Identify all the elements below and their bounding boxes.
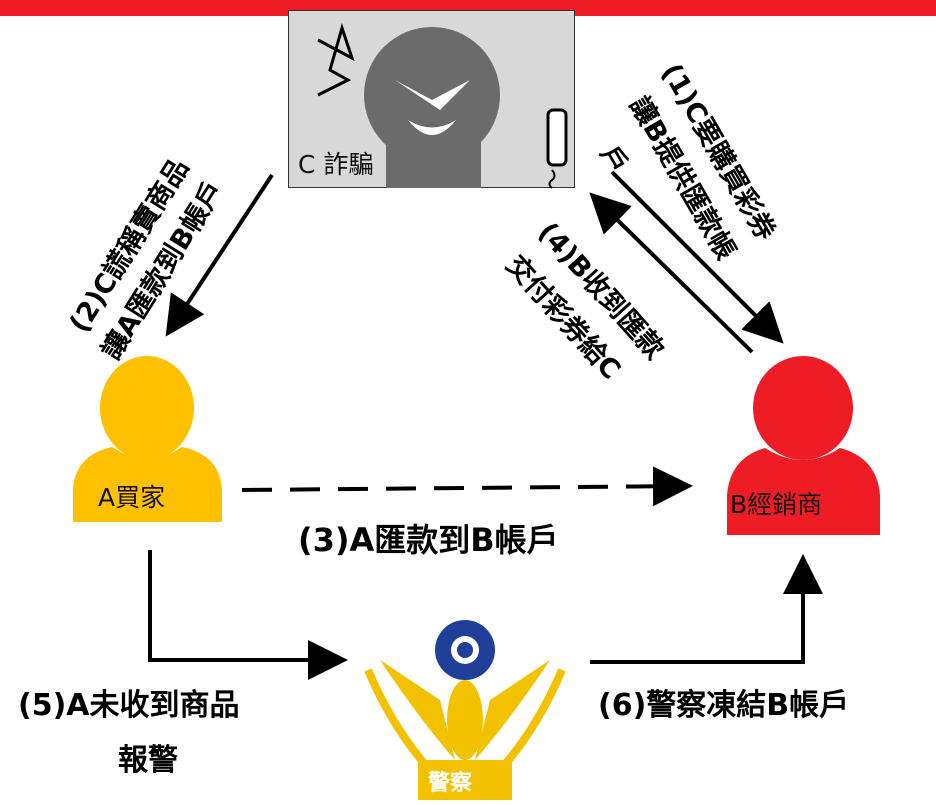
buyer-figure-icon (73, 356, 222, 522)
step6-label: (6)警察凍結B帳戶 (598, 688, 850, 723)
arrow-step2 (165, 173, 274, 337)
arrow-step1 (610, 170, 784, 344)
scammer-label: C 詐騙 (298, 150, 374, 179)
arrow-step3 (241, 466, 693, 507)
dealer-figure-icon (727, 356, 880, 535)
arrow-step6 (590, 554, 823, 664)
step5-label-line1: (5)A未收到商品 (18, 688, 240, 723)
step5-label-line2: 報警 (118, 743, 178, 778)
police-emblem-icon (364, 620, 566, 800)
police-label: 警察 (428, 771, 473, 796)
buyer-label: A買家 (98, 483, 166, 512)
scammer-figure-icon (317, 22, 568, 189)
top-banner (0, 0, 936, 16)
arrow-step4 (589, 192, 754, 354)
dealer-label: B經銷商 (730, 490, 823, 519)
step3-label: (3)A匯款到B帳戶 (298, 521, 559, 559)
arrow-step5 (148, 550, 348, 680)
